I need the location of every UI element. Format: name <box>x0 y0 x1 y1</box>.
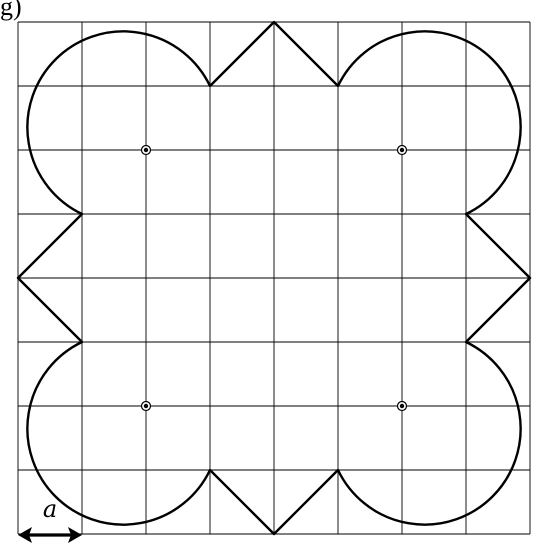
circle-centers <box>140 144 408 412</box>
grid <box>17 21 531 535</box>
circle-center-dot <box>143 147 149 153</box>
scale-arrow-right-head <box>68 527 82 543</box>
figure-label: g) <box>0 0 22 21</box>
scale-label: a <box>43 495 57 523</box>
scale-indicator: a <box>18 495 82 543</box>
flower-outline <box>16 20 532 536</box>
circle-center-dot <box>399 147 405 153</box>
circle-center-dot <box>399 403 405 409</box>
scale-arrow-left-head <box>18 527 32 543</box>
circle-center-dot <box>143 403 149 409</box>
